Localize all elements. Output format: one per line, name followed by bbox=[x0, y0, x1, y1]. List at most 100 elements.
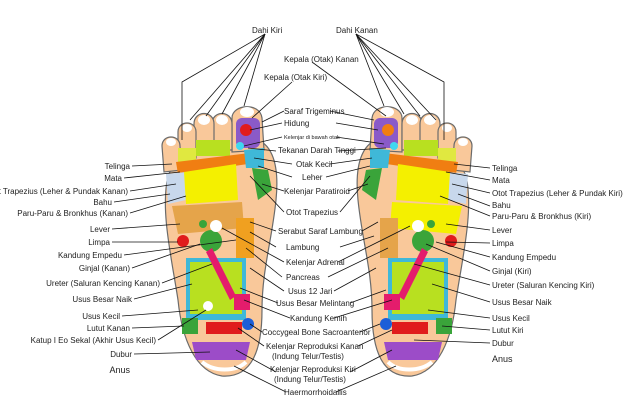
right-ear-zone bbox=[438, 148, 456, 162]
left-foot bbox=[161, 106, 278, 377]
left-pituitary-point bbox=[236, 142, 244, 150]
left-shoulder-zone bbox=[166, 172, 186, 204]
right-usus-besar-zone bbox=[392, 262, 444, 314]
label-repro-kanan-1: Kelenjar Reproduksi Kanan bbox=[266, 342, 363, 351]
label-left-usus-kecil: Usus Kecil bbox=[82, 312, 120, 321]
label-left-katup: Katup I Eo Sekal (Akhir Usus Kecil) bbox=[31, 336, 157, 345]
right-pituitary-point bbox=[390, 142, 398, 150]
label-right-mata: Mata bbox=[492, 176, 510, 185]
label-left-kandung-empedu: Kandung Empedu bbox=[58, 251, 122, 260]
label-left-dubur: Dubur bbox=[110, 350, 132, 359]
label-right-usus-besar-naik: Usus Besar Naik bbox=[492, 298, 553, 307]
label-left-usus-besar-naik: Usus Besar Naik bbox=[72, 295, 133, 304]
label-left-mata: Mata bbox=[104, 174, 122, 183]
label-otot-trapezius: Otot Trapezius bbox=[286, 208, 338, 217]
label-dahi-kanan: Dahi Kanan bbox=[336, 26, 378, 35]
left-toe-tip bbox=[240, 107, 254, 117]
label-kepala-kanan: Kepala (Otak) Kanan bbox=[284, 55, 359, 64]
left-ear-zone bbox=[178, 148, 196, 162]
label-right-telinga: Telinga bbox=[492, 164, 518, 173]
label-right-anus: Anus bbox=[492, 354, 513, 364]
leader-lines bbox=[111, 33, 491, 393]
label-right-usus-kecil: Usus Kecil bbox=[492, 314, 530, 323]
label-right-lever: Lever bbox=[492, 226, 512, 235]
right-toe-tip bbox=[424, 115, 436, 125]
right-heel-zone bbox=[384, 342, 442, 360]
label-saraf-trigeminus: Saraf Trigeminus bbox=[284, 107, 344, 116]
right-toe-tip bbox=[380, 107, 394, 117]
right-adrenal-inner bbox=[427, 220, 435, 228]
label-right-trapezius: Otot Trapezius (Leher & Pundak Kiri) bbox=[492, 189, 623, 198]
left-anus-mark bbox=[200, 360, 248, 372]
left-eye-zone bbox=[196, 140, 230, 156]
label-haemorrhoidallis: Haermorrhoidallis bbox=[284, 388, 347, 397]
label-right-ureter: Ureter (Saluran Kencing Kiri) bbox=[492, 281, 595, 290]
left-hidung-point bbox=[240, 124, 252, 136]
left-toe-tip bbox=[198, 115, 210, 125]
label-left-anus: Anus bbox=[109, 365, 130, 375]
right-foot bbox=[356, 106, 473, 377]
label-dahi-kiri: Dahi Kiri bbox=[252, 26, 282, 35]
label-right-dubur: Dubur bbox=[492, 339, 514, 348]
left-coccyx-point bbox=[242, 318, 254, 330]
label-leher: Leher bbox=[302, 173, 323, 182]
right-lung-zone bbox=[396, 164, 450, 204]
left-toe-tip bbox=[166, 138, 176, 146]
right-toe-tip bbox=[442, 124, 452, 132]
label-kelenjar-bawah-otak: Kelenjar di bawah otak bbox=[284, 135, 340, 141]
label-left-telinga: Telinga bbox=[105, 162, 131, 171]
label-tekanan-darah: Tekanan Darah Tinggi bbox=[278, 146, 356, 155]
label-kelenjar-adrenal: Kelenjar Adrenal bbox=[286, 258, 345, 267]
right-adrenal bbox=[412, 220, 424, 232]
right-anus-mark bbox=[386, 360, 434, 372]
right-toe-tip bbox=[406, 115, 418, 125]
left-trapezius-zone bbox=[176, 152, 262, 174]
right-eye-zone bbox=[404, 140, 438, 156]
label-otak-kecil: Otak Kecil bbox=[296, 160, 333, 169]
right-toe-tip bbox=[458, 138, 468, 146]
label-usus-besar-melintang: Usus Besar Melintang bbox=[276, 299, 354, 308]
left-lung-zone bbox=[184, 164, 238, 204]
right-liver-zone bbox=[390, 202, 462, 234]
label-usus-12-jari: Usus 12 Jari bbox=[288, 287, 333, 296]
label-pancreas: Pancreas bbox=[286, 273, 320, 282]
right-stomach-zone bbox=[380, 218, 398, 258]
left-kandung-empedu bbox=[236, 218, 254, 258]
right-kidney bbox=[412, 230, 434, 252]
label-serabut-saraf: Serabut Saraf Lambung bbox=[278, 227, 363, 236]
label-right-paru: Paru-Paru & Bronkhus (Kiri) bbox=[492, 212, 591, 221]
label-hidung: Hidung bbox=[284, 119, 309, 128]
labels: Dahi Kiri Dahi Kanan Kepala (Otak) Kanan… bbox=[0, 26, 623, 397]
label-left-ureter: Ureter (Saluran Kencing Kanan) bbox=[46, 279, 160, 288]
label-left-trapezius: Otot Trapezius (Leher & Pundak Kanan) bbox=[0, 187, 128, 196]
label-left-bahu: Bahu bbox=[93, 198, 112, 207]
label-kepala-kiri: Kepala (Otak Kiri) bbox=[264, 73, 327, 82]
label-right-lutut: Lutut Kiri bbox=[492, 326, 524, 335]
label-coccygeal: Coccygeal Bone Sacroanterior bbox=[262, 328, 371, 337]
right-paratiroid-zone bbox=[362, 168, 382, 200]
left-liver-zone bbox=[172, 202, 244, 234]
left-limpa-point bbox=[177, 235, 189, 247]
label-right-limpa: Limpa bbox=[492, 239, 514, 248]
left-heel-zone bbox=[192, 342, 250, 360]
right-repro-zone bbox=[392, 322, 428, 334]
label-right-ginjal: Ginjal (Kiri) bbox=[492, 267, 532, 276]
right-neck-zone bbox=[370, 148, 390, 168]
right-hidung-point bbox=[382, 124, 394, 136]
right-shoulder-zone bbox=[448, 172, 468, 204]
left-repro-zone bbox=[206, 322, 242, 334]
left-ureter bbox=[206, 248, 236, 300]
label-left-ginjal: Ginjal (Kanan) bbox=[79, 264, 130, 273]
right-ureter bbox=[398, 248, 428, 300]
label-repro-kanan-2: (Indung Telur/Testis) bbox=[272, 352, 344, 361]
left-adrenal-inner bbox=[199, 220, 207, 228]
label-kelenjar-paratiroid: Kelenjar Paratiroid bbox=[284, 187, 350, 196]
label-left-lever: Lever bbox=[90, 225, 110, 234]
label-left-lutut: Lutut Kanan bbox=[87, 324, 130, 333]
label-repro-kiri-1: Kelenjar Reproduksi Kiri bbox=[270, 365, 356, 374]
left-bladder bbox=[234, 294, 250, 310]
left-toe-tip bbox=[182, 124, 192, 132]
left-katup-point bbox=[203, 301, 213, 311]
label-right-kandung-empedu: Kandung Empedu bbox=[492, 253, 556, 262]
